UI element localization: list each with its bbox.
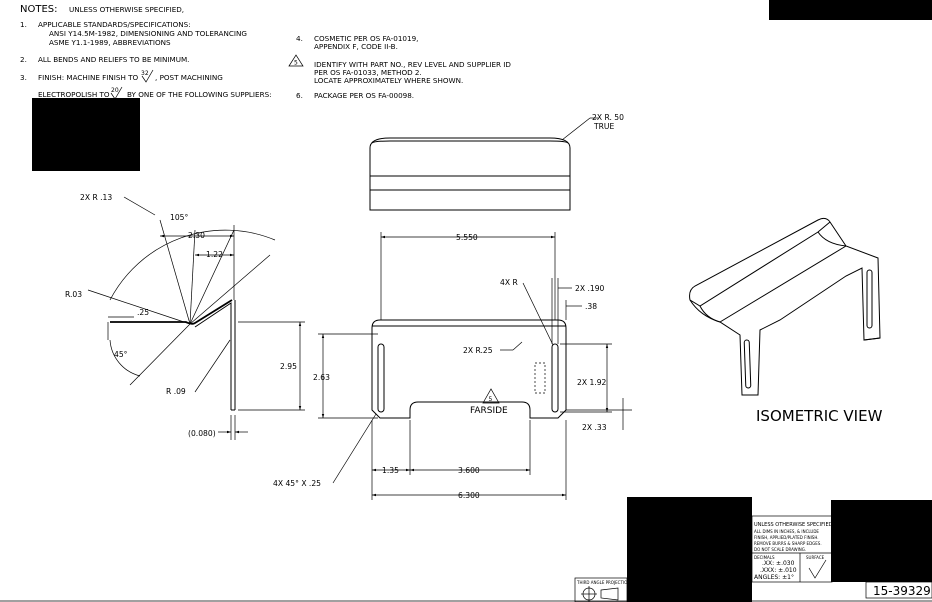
title-block: UNLESS OTHERWISE SPECIFIED ALL DIMS IN I… bbox=[0, 515, 932, 602]
dim-true-label: TRUE bbox=[593, 122, 614, 131]
note-5-line-1: IDENTIFY WITH PART NO., REV LEVEL AND SU… bbox=[314, 60, 511, 69]
drawing-number: 15-39329 bbox=[873, 584, 931, 598]
tolerance-line-2: ALL DIMS IN INCHES, & INCLUDE bbox=[754, 529, 819, 534]
note-6-number: 6. bbox=[296, 91, 303, 100]
dim-radius-4x: 4X R bbox=[500, 278, 518, 287]
surface-label: SURFACE bbox=[806, 555, 825, 560]
note-3-line-1a: FINISH: MACHINE FINISH TO bbox=[38, 73, 139, 82]
top-view: 2X R. 50 TRUE bbox=[369, 113, 624, 211]
tolerance-line-1: UNLESS OTHERWISE SPECIFIED bbox=[754, 522, 833, 528]
dim-135: 1.35 bbox=[382, 466, 399, 475]
dim-3600: 3.600 bbox=[458, 466, 480, 475]
note-2-line-1: ALL BENDS AND RELIEFS TO BE MINIMUM. bbox=[38, 55, 189, 64]
side-view: 2X R .13 105° 2.30 1.22 R.03 .25 45° R .… bbox=[65, 193, 305, 440]
note-5-line-3: LOCATE APPROXIMATELY WHERE SHOWN. bbox=[314, 76, 463, 85]
note-1-number: 1. bbox=[20, 20, 27, 29]
note-5-line-2: PER OS FA-01033, METHOD 2. bbox=[314, 68, 422, 77]
note-4-line-1: COSMETIC PER OS FA-01019, bbox=[314, 34, 418, 43]
tolerance-xx: .XX: ±.030 bbox=[762, 560, 795, 567]
note-3-line-2a: ELECTROPOLISH TO bbox=[38, 90, 110, 99]
note-3-electropolish-value: 20 bbox=[111, 87, 119, 94]
isometric-view: ISOMETRIC VIEW bbox=[689, 217, 883, 425]
dim-radius-50: 2X R. 50 bbox=[592, 113, 624, 122]
note-1-line-1: APPLICABLE STANDARDS/SPECIFICATIONS: bbox=[38, 20, 191, 29]
surface-finish-icon bbox=[141, 69, 154, 83]
tolerance-line-5: DO NOT SCALE DRAWING. bbox=[754, 547, 806, 552]
note-2-number: 2. bbox=[20, 55, 27, 64]
flag-note-triangle-icon bbox=[288, 54, 304, 67]
tolerance-angles: ANGLES: ±1° bbox=[754, 574, 794, 581]
notes-heading-sub: UNLESS OTHERWISE SPECIFIED, bbox=[69, 5, 184, 14]
note-6-line-1: PACKAGE PER OS FA-00098. bbox=[314, 91, 414, 100]
dim-width-122: 1.22 bbox=[206, 250, 223, 259]
tolerance-line-3: FINISH, APPLIED/PLATED FINISH. bbox=[754, 535, 819, 540]
dim-height-295: 2.95 bbox=[280, 362, 297, 371]
dim-width-5550: 5.550 bbox=[456, 233, 478, 242]
dim-thickness: (0.080) bbox=[188, 429, 216, 438]
note-5-flag: 5 bbox=[294, 60, 298, 67]
dim-angle-105: 105° bbox=[170, 213, 188, 222]
dim-6300: 6.300 bbox=[458, 491, 480, 500]
note-3-line-1b: , POST MACHINING bbox=[155, 73, 223, 82]
dim-chamfer: 4X 45° X .25 bbox=[273, 479, 321, 488]
note-1-line-2: ANSI Y14.5M-1982, DIMENSIONING AND TOLER… bbox=[49, 29, 247, 38]
dim-radius-09: R .09 bbox=[166, 387, 186, 396]
farside-flag-number: 5 bbox=[489, 396, 493, 403]
flag-triangle-icon bbox=[482, 388, 500, 404]
redaction-block bbox=[831, 500, 932, 582]
note-3-line-2b: BY ONE OF THE FOLLOWING SUPPLIERS: bbox=[127, 90, 272, 99]
surface-finish-icon bbox=[808, 559, 827, 579]
redaction-block bbox=[32, 98, 140, 171]
dim-radius-25: 2X R.25 bbox=[463, 346, 493, 355]
note-1-line-3: ASME Y1.1-1989, ABBREVIATIONS bbox=[49, 38, 171, 47]
dim-height-263: 2.63 bbox=[313, 373, 330, 382]
redaction-block bbox=[769, 0, 932, 20]
farside-label: FARSIDE bbox=[470, 406, 508, 416]
dim-slot-190: 2X .190 bbox=[575, 284, 605, 293]
dim-slot-192: 2X 1.92 bbox=[577, 378, 607, 387]
dim-slot-38: .38 bbox=[585, 302, 597, 311]
dim-radius-03: R.03 bbox=[65, 290, 82, 299]
notes-block: NOTES: UNLESS OTHERWISE SPECIFIED, 1. AP… bbox=[20, 4, 511, 100]
note-4-number: 4. bbox=[296, 34, 303, 43]
note-3-finish-value: 32 bbox=[141, 70, 149, 77]
dim-offset-25: .25 bbox=[137, 308, 149, 317]
note-4-line-2: APPENDIX F, CODE II-B. bbox=[314, 42, 398, 51]
tolerance-line-4: REMOVE BURRS & SHARP EDGES. bbox=[754, 541, 822, 546]
flat-view: 5.550 4X R 2X .190 .38 2.63 2X R.25 2X 1… bbox=[273, 232, 632, 500]
isometric-view-label: ISOMETRIC VIEW bbox=[756, 407, 883, 425]
projection-label: THIRD ANGLE PROJECTION bbox=[576, 580, 630, 585]
redaction-block bbox=[627, 497, 752, 602]
notes-heading: NOTES: bbox=[20, 4, 58, 15]
dim-edge-33: 2X .33 bbox=[582, 423, 607, 432]
decimals-label: DECIMALS bbox=[754, 555, 775, 560]
dim-width-230: 2.30 bbox=[188, 231, 205, 240]
dim-radius-top: 2X R .13 bbox=[80, 193, 112, 202]
note-3-number: 3. bbox=[20, 73, 27, 82]
dim-angle-45: 45° bbox=[114, 350, 128, 359]
tolerance-xxx: .XXX: ±.010 bbox=[760, 567, 797, 574]
